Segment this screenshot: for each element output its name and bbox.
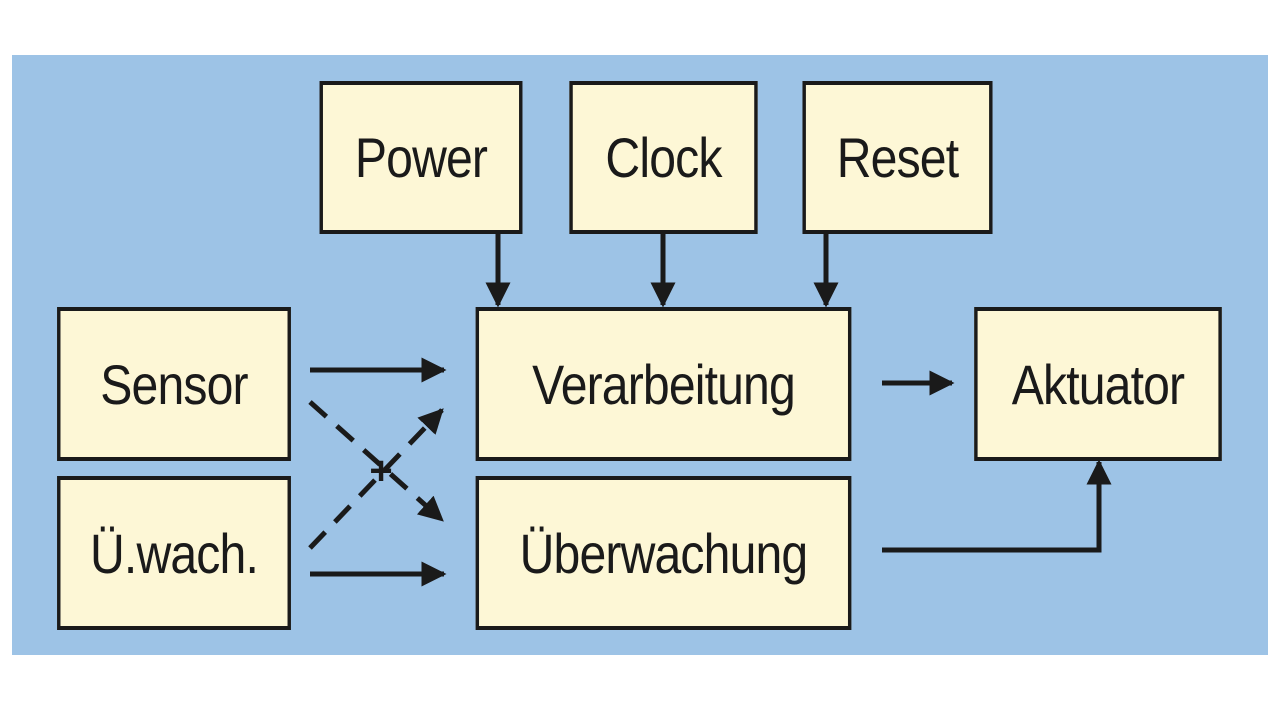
block-clock: Clock	[569, 81, 758, 234]
crossing-mark: +	[369, 449, 392, 493]
block-sensor-label: Sensor	[100, 352, 248, 416]
block-watch-source: Ü.wach.	[57, 476, 291, 630]
block-processing: Verarbeitung	[475, 307, 852, 461]
block-actuator: Aktuator	[974, 307, 1222, 461]
block-watch-source-label: Ü.wach.	[90, 521, 259, 585]
arrow-monitoring-to-actuator	[882, 459, 1112, 553]
dashed-arrow-sensor-to-monitoring	[308, 400, 444, 522]
block-power-label: Power	[354, 126, 488, 189]
block-monitoring: Überwachung	[475, 476, 852, 630]
block-processing-label: Verarbeitung	[532, 352, 796, 416]
block-reset: Reset	[802, 81, 993, 234]
block-sensor: Sensor	[57, 307, 291, 461]
block-actuator-label: Aktuator	[1011, 352, 1185, 416]
dashed-arrow-watch-to-processing	[308, 408, 444, 550]
block-power: Power	[319, 81, 523, 234]
block-clock-label: Clock	[605, 126, 722, 189]
block-reset-label: Reset	[836, 126, 959, 189]
block-monitoring-label: Überwachung	[519, 521, 809, 585]
